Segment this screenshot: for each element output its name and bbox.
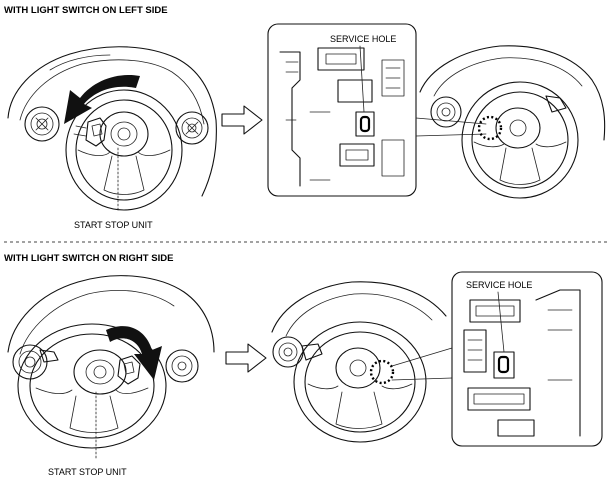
callout-start-stop-left: START STOP UNIT bbox=[74, 220, 153, 230]
next-step-arrow-icon bbox=[221, 105, 263, 135]
service-hole-callout-circle-1 bbox=[477, 115, 503, 141]
air-vent-left bbox=[24, 106, 60, 142]
steering-assembly-left-2 bbox=[7, 275, 215, 459]
detail-label-service-hole-left: SERVICE HOLE bbox=[330, 34, 396, 44]
air-vent-right-view-2-left bbox=[272, 336, 304, 368]
detail-label-service-hole-right: SERVICE HOLE bbox=[466, 280, 532, 290]
air-vent-right-view-1 bbox=[430, 96, 462, 128]
next-step-arrow-icon-2 bbox=[225, 343, 267, 373]
detail-box-right bbox=[451, 271, 603, 447]
steering-assembly-right-view-2 bbox=[271, 281, 447, 443]
detail-box-left bbox=[267, 23, 417, 197]
steering-wheel-left bbox=[65, 89, 183, 211]
start-stop-unit-left-2 bbox=[117, 355, 141, 385]
service-hole-callout-circle-2 bbox=[369, 359, 395, 385]
steering-assembly-left bbox=[7, 46, 217, 213]
section-right-heading: WITH LIGHT SWITCH ON RIGHT SIDE bbox=[4, 253, 173, 264]
service-hole-right bbox=[493, 351, 515, 379]
service-hole-left bbox=[355, 111, 375, 137]
steering-wheel-right-view-1 bbox=[461, 81, 579, 199]
callout-start-stop-right: START STOP UNIT bbox=[48, 467, 127, 477]
section-left-heading: WITH LIGHT SWITCH ON LEFT SIDE bbox=[4, 5, 168, 16]
air-vent-right bbox=[175, 111, 209, 145]
air-vent-right-2 bbox=[165, 349, 199, 383]
steering-wheel-right-view-2 bbox=[293, 321, 427, 443]
steering-assembly-right-view-1 bbox=[419, 45, 606, 199]
start-stop-unit-left bbox=[73, 117, 107, 147]
rotate-arrow-icon bbox=[64, 74, 140, 124]
rotate-arrow-icon-2 bbox=[106, 326, 162, 380]
